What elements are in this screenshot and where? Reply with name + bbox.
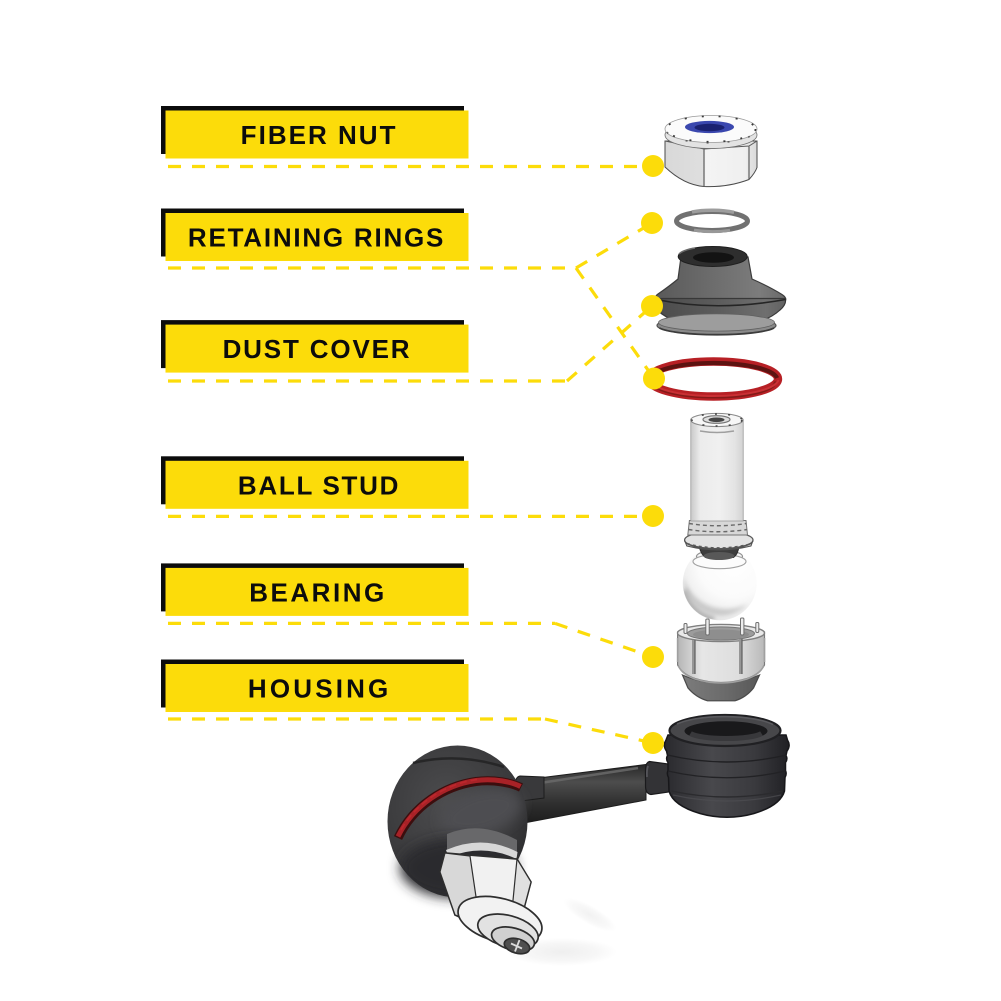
svg-text:BEARING: BEARING bbox=[249, 577, 387, 607]
svg-text:BALL STUD: BALL STUD bbox=[238, 470, 400, 500]
svg-text:FIBER NUT: FIBER NUT bbox=[241, 120, 398, 150]
svg-text:DUST COVER: DUST COVER bbox=[223, 334, 412, 364]
svg-text:RETAINING RINGS: RETAINING RINGS bbox=[188, 223, 445, 253]
svg-text:HOUSING: HOUSING bbox=[248, 674, 392, 704]
